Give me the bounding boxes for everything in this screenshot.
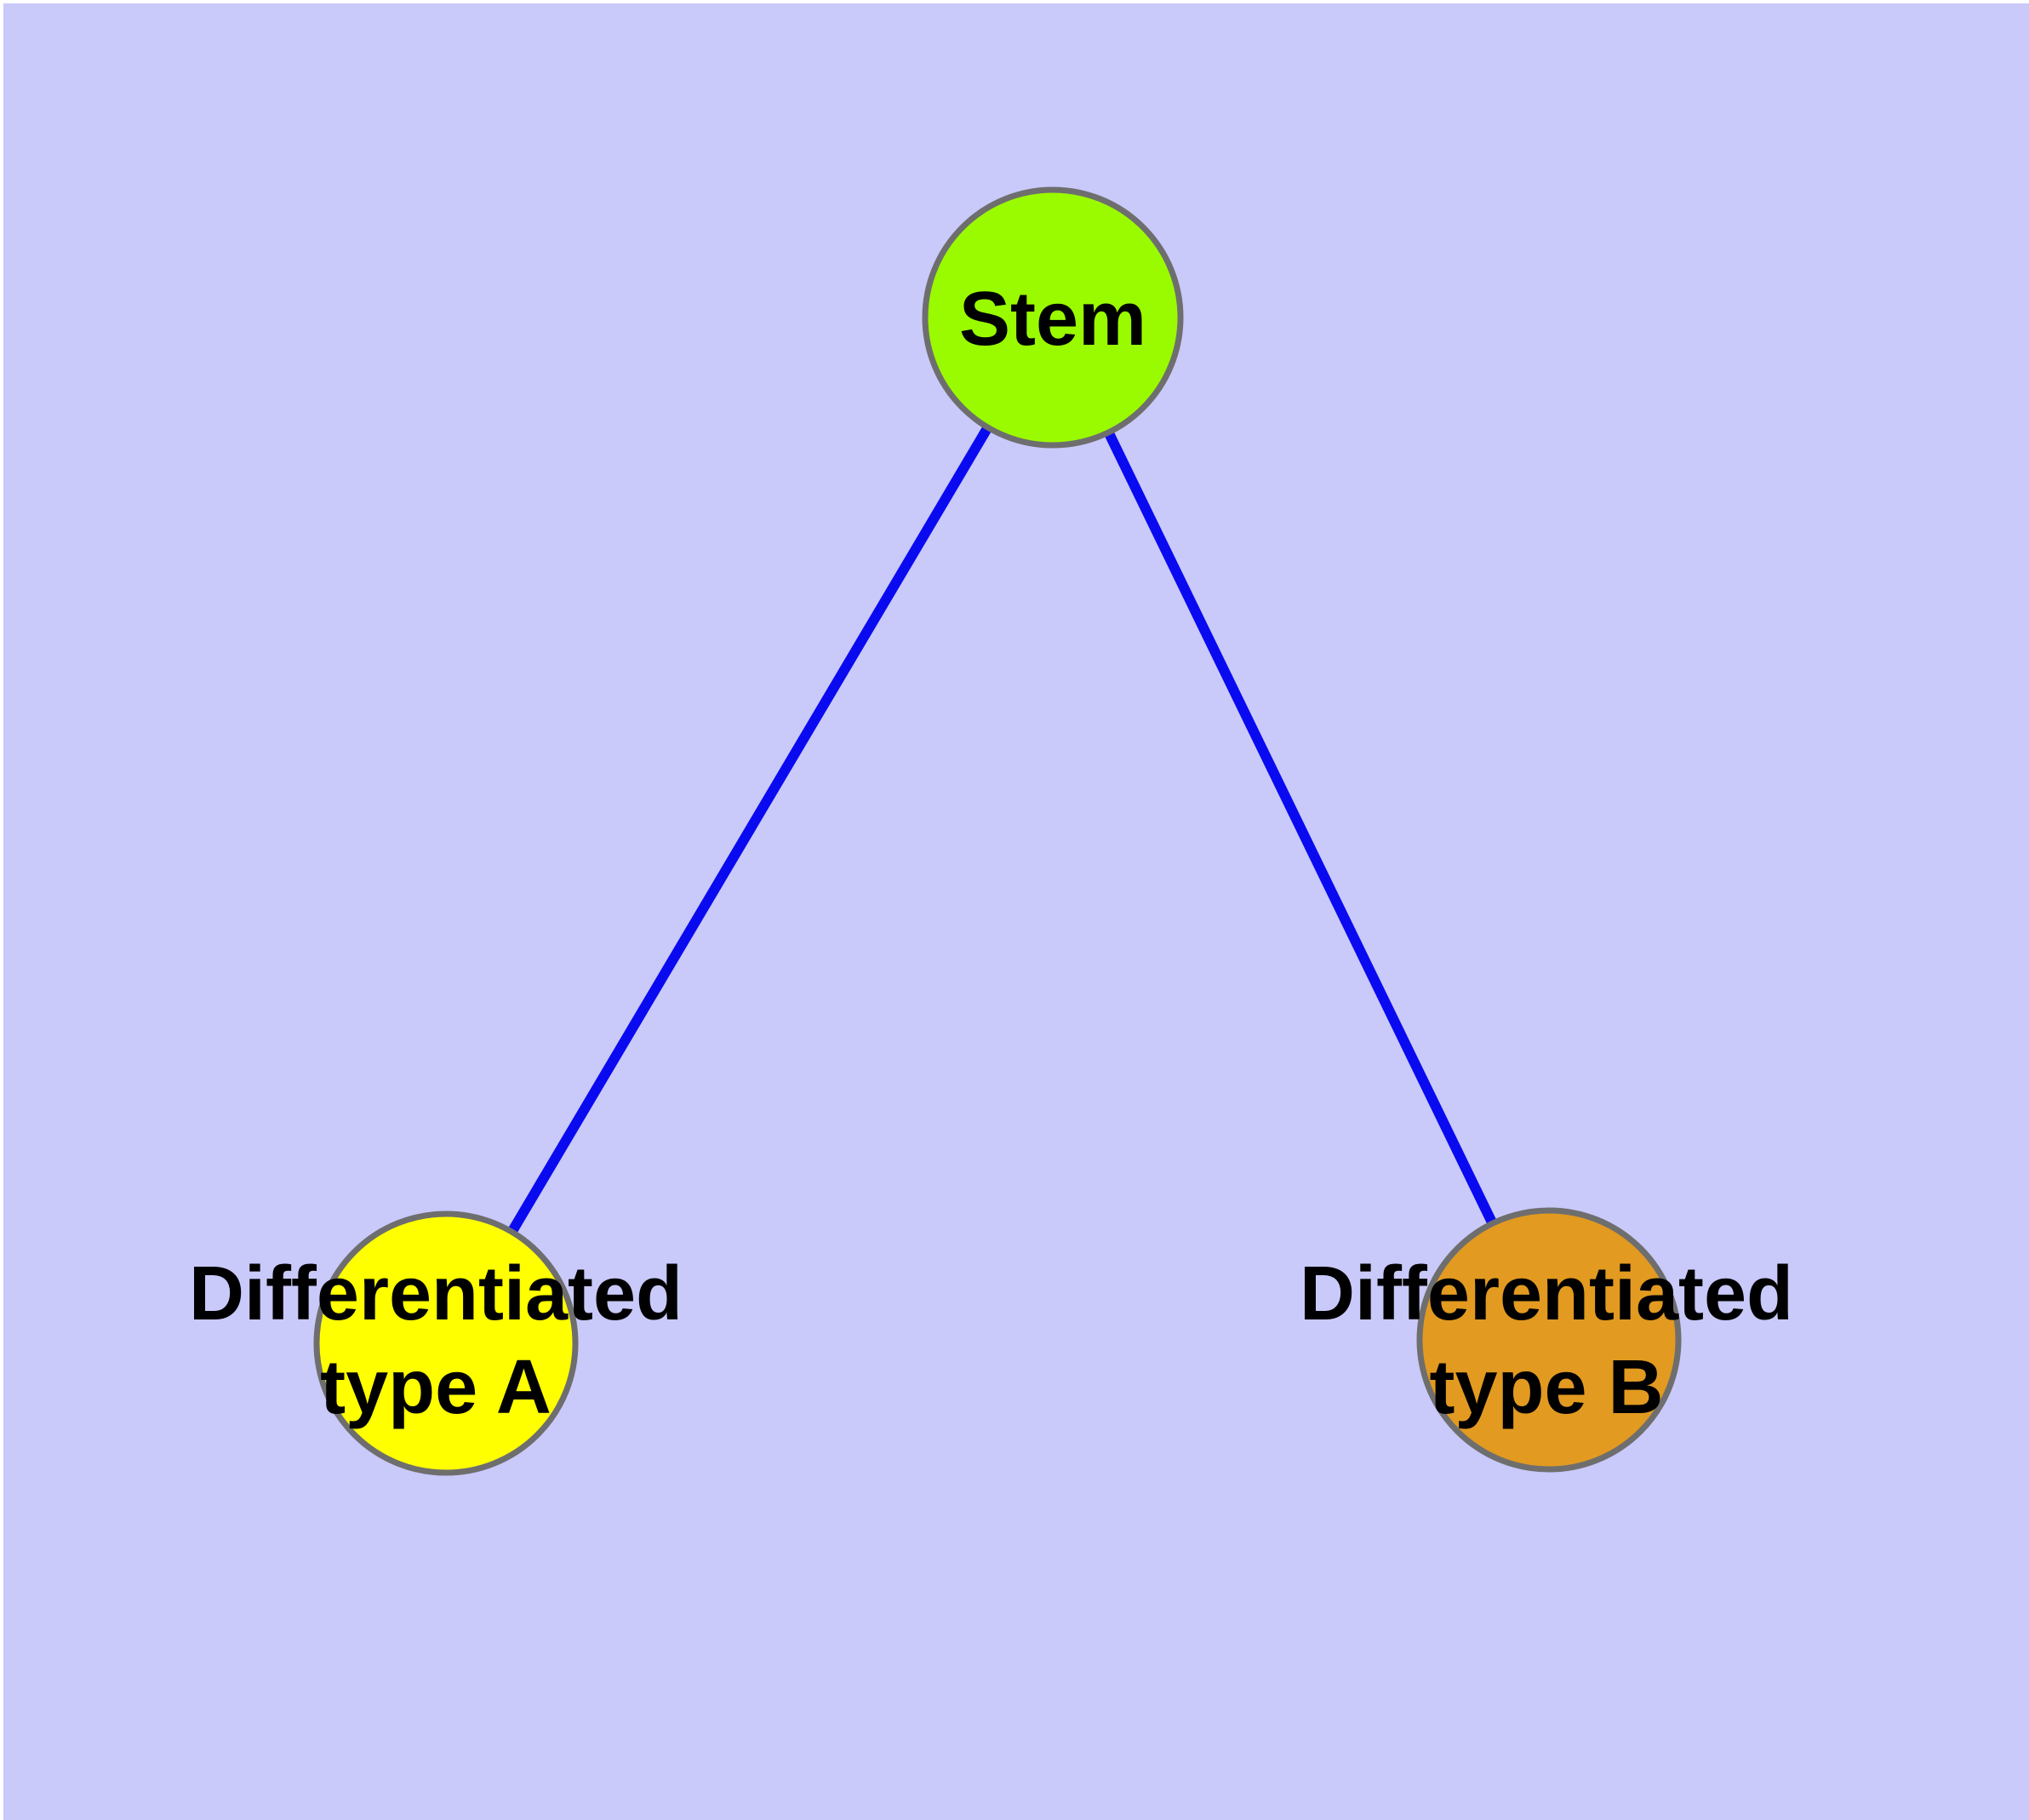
node-type-b: Differentiated type B	[1300, 1207, 1793, 1473]
node-stem-circle	[922, 186, 1184, 449]
edge-group	[441, 314, 1554, 1347]
node-type-b-circle	[1416, 1207, 1682, 1473]
node-stem-label: Stem	[959, 277, 1146, 362]
node-type-a-label-line2: type A	[320, 1345, 552, 1430]
edge-stem-to-type-a	[441, 314, 1058, 1347]
node-type-b-label-line2: type B	[1429, 1345, 1663, 1430]
node-type-a: Differentiated type A	[189, 1210, 683, 1476]
node-type-b-label-line1: Differentiated	[1300, 1251, 1793, 1336]
node-stem: Stem	[922, 186, 1184, 449]
node-type-a-circle	[313, 1210, 579, 1476]
edge-stem-to-type-b	[1048, 315, 1554, 1342]
node-type-a-label-line1: Differentiated	[189, 1251, 683, 1336]
